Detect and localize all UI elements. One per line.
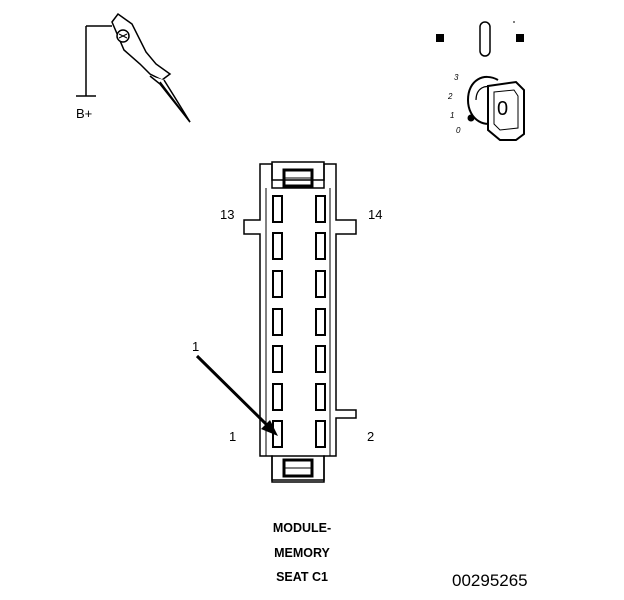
cavity-8 [315,308,326,336]
callout-arrow-icon [195,354,278,436]
cavity-6 [315,345,326,373]
connector-cavities [272,195,326,448]
callout-number: 1 [192,339,199,354]
ignition-position-2: 2 [447,92,453,101]
pin-label-14: 14 [368,207,382,222]
connector-body [243,161,357,483]
cavity-11 [272,232,283,260]
cavity-2 [315,420,326,448]
ignition-position-0: 0 [456,126,461,135]
connector-title-line-2: MEMORY [274,546,330,560]
ignition-switch-icon [436,21,525,141]
connector-title-line-1: MODULE- [273,521,331,535]
cavity-12 [315,232,326,260]
cavity-4 [315,383,326,411]
test-light-icon [76,12,191,123]
cavity-3 [272,383,283,411]
cavity-14 [315,195,326,223]
connector-title-line-3: SEAT C1 [276,570,328,584]
b-plus-label: B+ [76,106,92,121]
pin-label-2: 2 [367,429,374,444]
pin-label-1: 1 [229,429,236,444]
cavity-10 [315,270,326,298]
ignition-position-1: 1 [450,111,454,120]
cavity-5 [272,345,283,373]
cavity-13 [272,195,283,223]
cavity-9 [272,270,283,298]
cavity-7 [272,308,283,336]
pin-label-13: 13 [220,207,234,222]
figure-id: 00295265 [452,571,528,590]
ignition-key-label: 0 [497,98,508,120]
ignition-position-3: 3 [454,73,459,82]
cavity-1 [272,420,283,448]
